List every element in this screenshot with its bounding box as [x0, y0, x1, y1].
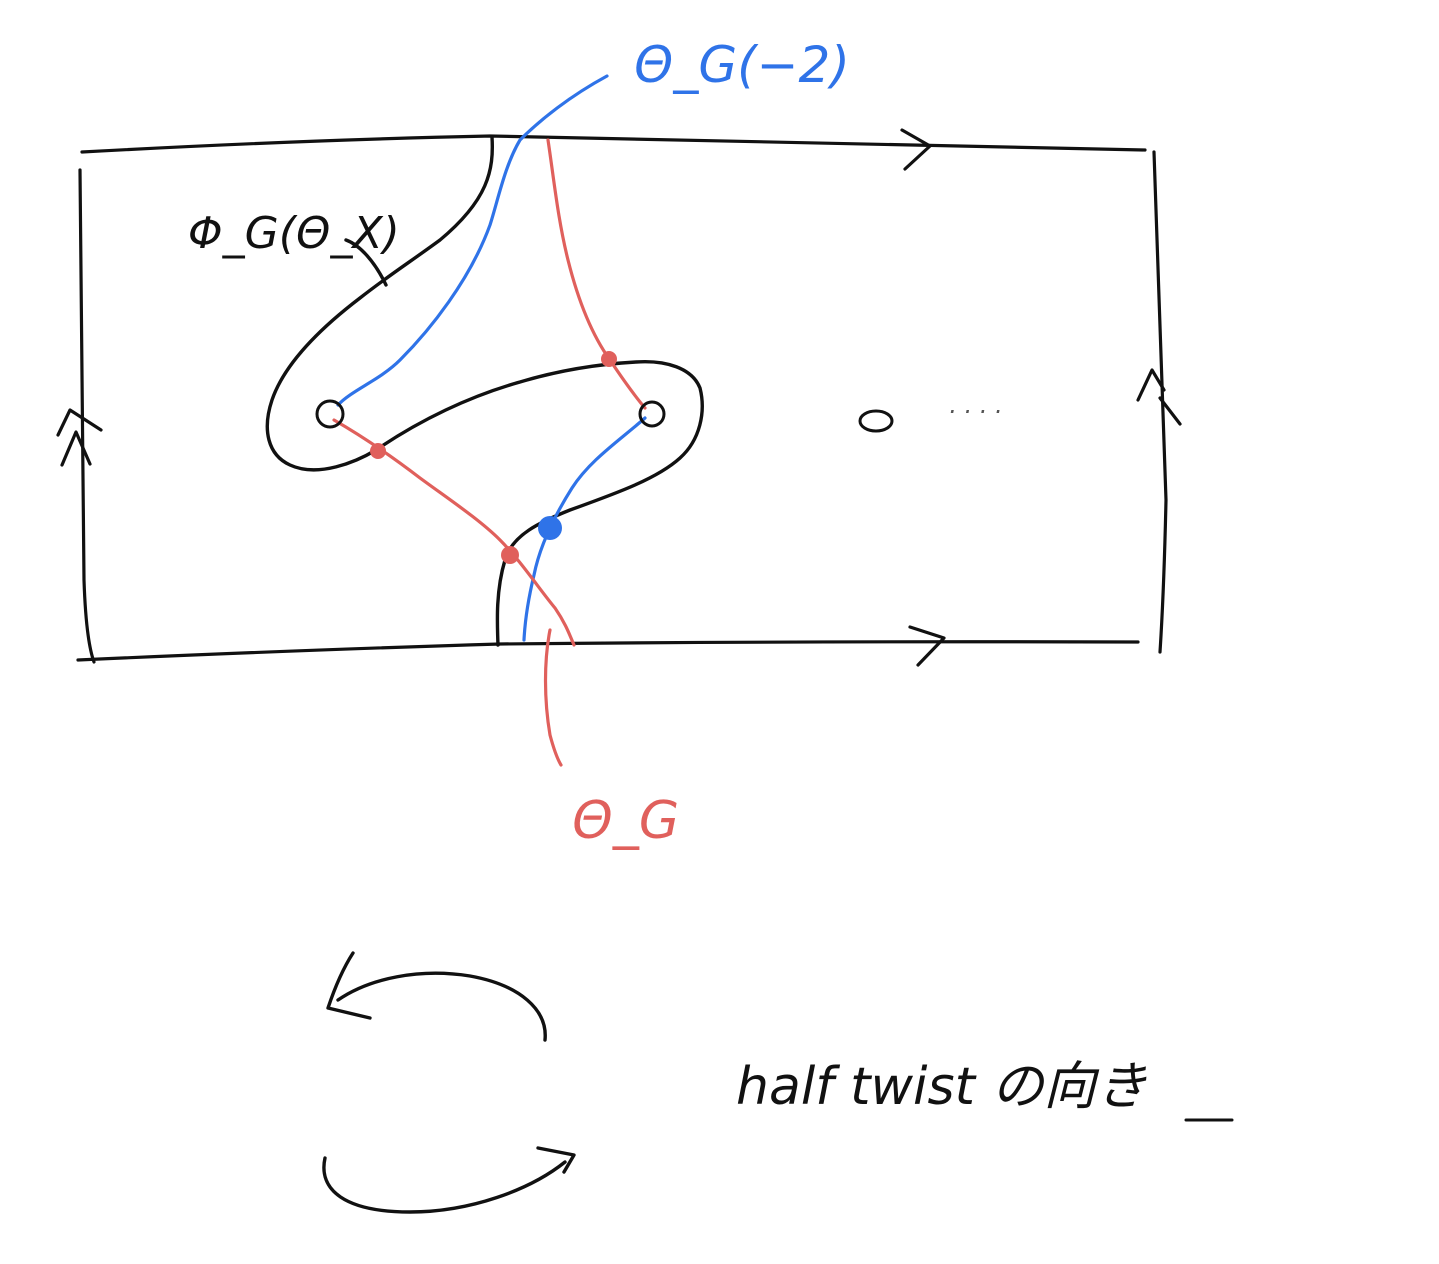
red-intersection-bottom [501, 546, 519, 564]
curved-arrow-icon [322, 951, 576, 1214]
label-theta-g-shift: Θ_G(−2) [634, 36, 850, 94]
label-phi-g-theta-x: Φ_G(Θ_X) [188, 208, 400, 259]
rectangle-left-edge [78, 168, 96, 664]
theta-g-label-leader [543, 628, 563, 767]
puncture-left [315, 399, 345, 429]
left-edge-arrow-icon [56, 408, 103, 467]
arrowhead-icon [56, 128, 1182, 667]
red-intersection-left [370, 443, 386, 459]
puncture-right [858, 409, 894, 433]
bottom-edge-arrow-icon [908, 625, 946, 667]
upper-twist-arrow-icon [326, 951, 547, 1042]
lower-twist-arrow-icon [322, 1146, 576, 1214]
label-theta-g: Θ_G [572, 791, 679, 851]
ellipsis-dots: · · · · [948, 398, 1001, 426]
rectangle-bottom-edge [76, 640, 1140, 662]
punctures [315, 399, 894, 433]
rectangle-frame [76, 134, 1168, 664]
phi-label-leader [344, 238, 388, 287]
right-edge-arrow-icon [1136, 368, 1182, 426]
intersection-points [370, 351, 617, 564]
caption-half-twist: half twist の向き [736, 1057, 1147, 1117]
rectangle-right-edge [1152, 150, 1168, 654]
red-intersection-top [601, 351, 617, 367]
phi-curve [265, 135, 704, 647]
top-edge-arrow-icon [900, 128, 932, 171]
blue-intersection [538, 516, 562, 540]
theta-g-curve [332, 138, 647, 767]
rectangle-top-edge [80, 134, 1147, 154]
puncture-middle [638, 400, 666, 428]
